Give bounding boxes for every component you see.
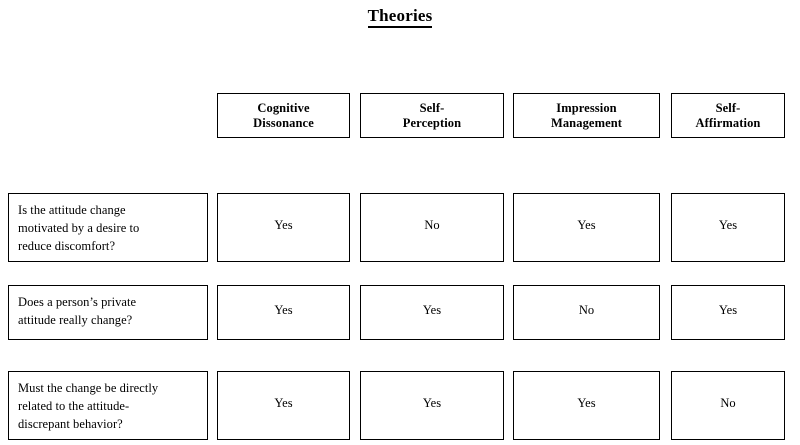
table-cell: Yes [217, 285, 350, 340]
cell-value: No [720, 396, 736, 410]
row-header-private-attitude-change: Does a person’s private attitude really … [8, 285, 208, 340]
cell-value: Yes [274, 303, 293, 317]
column-header-cognitive-dissonance: Cognitive Dissonance [217, 93, 350, 138]
table-cell: Yes [217, 193, 350, 262]
cell-value: Yes [274, 396, 293, 410]
cell-value: Yes [577, 396, 596, 410]
column-header-label: Self- Affirmation [695, 100, 761, 130]
table-cell: Yes [217, 371, 350, 440]
cell-value: Yes [422, 303, 442, 317]
cell-value: Yes [422, 396, 442, 410]
table-cell: Yes [360, 371, 504, 440]
column-header-label: Self- Perception [402, 100, 462, 130]
table-cell: Yes [360, 285, 504, 340]
column-header-label: Impression Management [550, 100, 623, 130]
row-header-change-related-to-behavior: Must the change be directly related to t… [8, 371, 208, 440]
cell-value: Yes [718, 218, 738, 232]
cell-value: Yes [718, 303, 738, 317]
row-header-attitude-change-motivation: Is the attitude change motivated by a de… [8, 193, 208, 262]
column-header-self-affirmation: Self- Affirmation [671, 93, 785, 138]
cell-value: Yes [577, 218, 596, 232]
column-header-self-perception: Self- Perception [360, 93, 504, 138]
cell-value: No [424, 218, 440, 232]
column-header-label: Cognitive Dissonance [253, 100, 314, 130]
page-title: Theories [0, 6, 800, 28]
table-cell: No [360, 193, 504, 262]
row-header-label: Is the attitude change motivated by a de… [18, 203, 140, 253]
page-title-text: Theories [367, 6, 433, 28]
table-cell: No [671, 371, 785, 440]
row-header-label: Does a person’s private attitude really … [18, 295, 137, 327]
cell-value: No [578, 303, 595, 317]
table-cell: Yes [671, 193, 785, 262]
cell-value: Yes [274, 218, 293, 232]
column-header-impression-management: Impression Management [513, 93, 660, 138]
table-cell: Yes [513, 193, 660, 262]
table-cell: Yes [671, 285, 785, 340]
table-cell: No [513, 285, 660, 340]
row-header-label: Must the change be directly related to t… [18, 381, 159, 431]
table-cell: Yes [513, 371, 660, 440]
